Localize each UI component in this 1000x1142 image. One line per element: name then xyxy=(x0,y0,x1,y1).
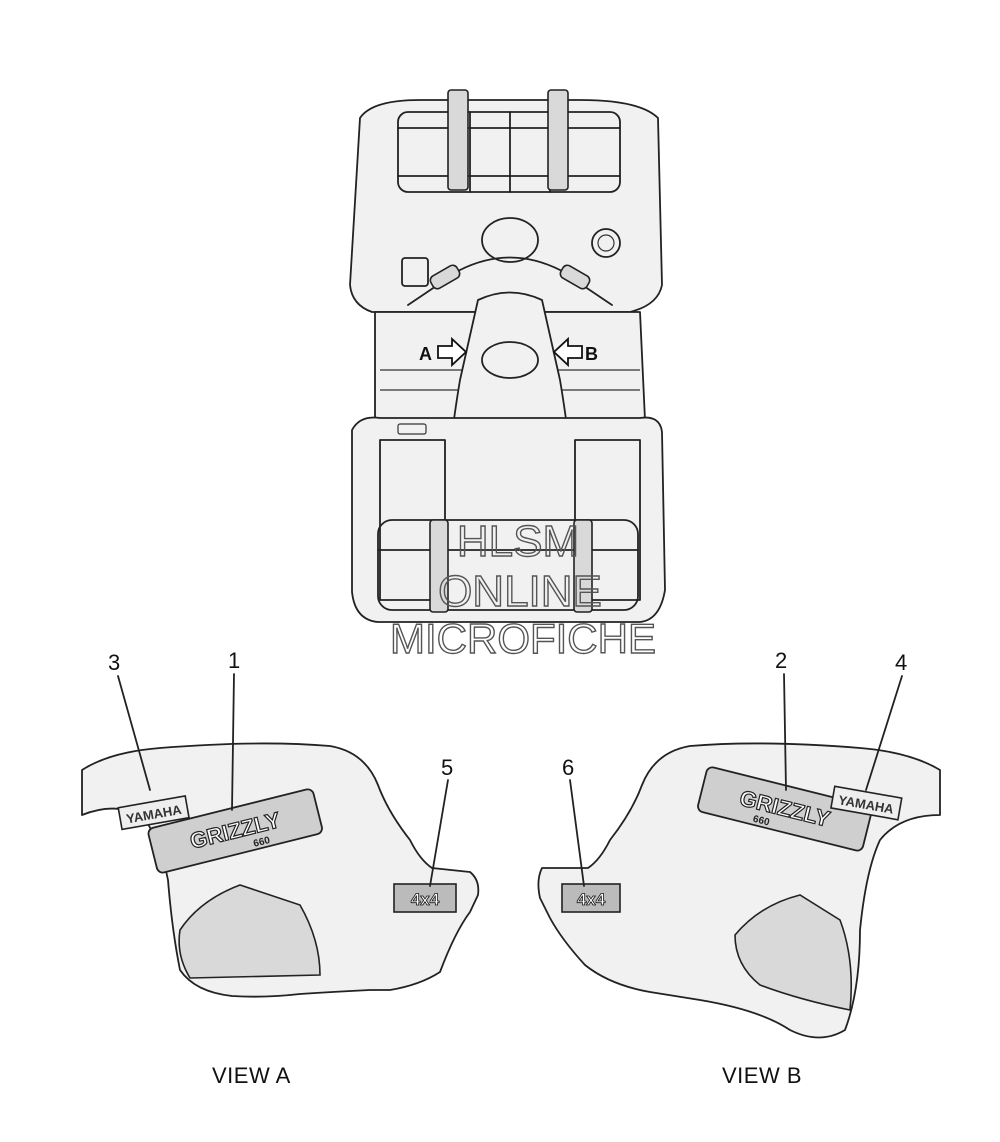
callout-2: 2 xyxy=(775,648,787,673)
vent-panel-a xyxy=(178,884,321,979)
decal-drive-b: 4x4 xyxy=(561,883,621,913)
view-arrow-a-label: A xyxy=(419,344,432,364)
vent-panel-b xyxy=(734,894,852,1011)
callout-4: 4 xyxy=(895,650,907,675)
watermark-line1: HLSM xyxy=(457,517,579,566)
front-fender xyxy=(349,99,663,313)
view-b-panel: GRIZZLY 660 YAMAHA 4x4 2 4 6 VIEW B xyxy=(537,648,941,1088)
view-arrow-b: B xyxy=(552,336,598,368)
decal-drive-b-text: 4x4 xyxy=(577,890,606,909)
view-arrow-a: A xyxy=(419,336,468,368)
arrow-right-icon xyxy=(437,336,468,368)
decal-drive-a: 4x4 xyxy=(393,883,457,913)
view-arrow-b-label: B xyxy=(585,344,598,364)
callout-3: 3 xyxy=(108,650,120,675)
decal-model-a-sub: 660 xyxy=(252,835,271,850)
decal-drive-a-text: 4x4 xyxy=(411,890,440,909)
callout-6: 6 xyxy=(562,755,574,780)
view-b-label: VIEW B xyxy=(722,1063,802,1088)
decal-model-b-sub: 660 xyxy=(752,814,771,829)
watermark: HLSM ONLINE MICROFICHE xyxy=(389,516,656,662)
watermark-line2: ONLINE xyxy=(438,567,602,616)
view-a-label: VIEW A xyxy=(212,1063,291,1088)
callout-1: 1 xyxy=(228,648,240,673)
callout-5: 5 xyxy=(441,755,453,780)
atv-top-view: A B xyxy=(349,89,666,623)
view-a-panel: YAMAHA GRIZZLY 660 4x4 3 1 5 VIEW A xyxy=(81,648,480,1088)
front-rack xyxy=(397,111,621,193)
handlebar xyxy=(407,256,613,306)
decal-model-a: GRIZZLY 660 xyxy=(147,788,323,874)
decal-brand-a: YAMAHA xyxy=(117,795,190,831)
decal-model-b: GRIZZLY 660 xyxy=(697,766,873,852)
rear-rack xyxy=(377,519,639,611)
watermark-line3: MICROFICHE xyxy=(390,615,656,662)
arrow-left-icon xyxy=(552,336,583,368)
